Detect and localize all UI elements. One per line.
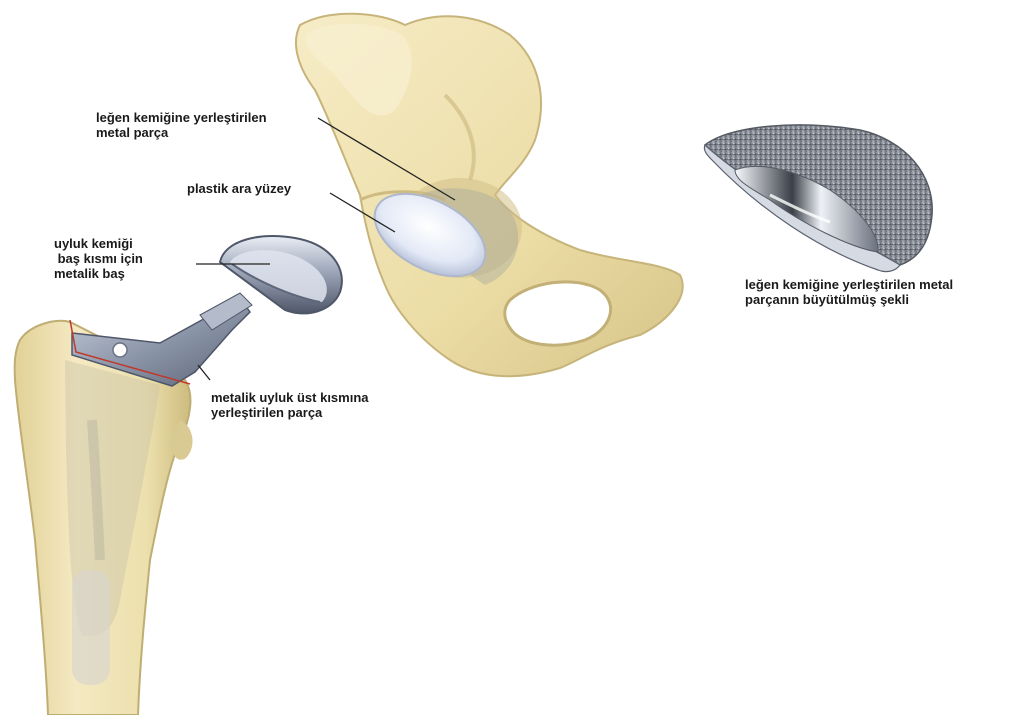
label-metal-head: uyluk kemiği baş kısmı için metalik baş (54, 236, 143, 281)
label-enlarged-cup-line-2: parçanın büyütülmüş şekli (745, 292, 953, 307)
enlarged-acetabular-cup (704, 125, 932, 272)
pelvis-bone (296, 14, 683, 376)
label-femoral-stem-line-2: yerleştirilen parça (211, 405, 369, 420)
label-femoral-stem: metalik uyluk üst kısmına yerleştirilen … (211, 390, 369, 420)
leader-femoral-stem (198, 365, 210, 380)
label-plastic-liner: plastik ara yüzey (187, 181, 291, 196)
label-metal-head-line-3: metalik baş (54, 266, 143, 281)
label-enlarged-cup: leğen kemiğine yerleştirilen metal parça… (745, 277, 953, 307)
stem-tip (72, 570, 110, 685)
label-metal-cup-line-1: leğen kemiğine yerleştirilen (96, 110, 267, 125)
label-metal-head-line-1: uyluk kemiği (54, 236, 143, 251)
label-metal-head-line-2: baş kısmı için (54, 251, 143, 266)
label-enlarged-cup-line-1: leğen kemiğine yerleştirilen metal (745, 277, 953, 292)
label-femoral-stem-line-1: metalik uyluk üst kısmına (211, 390, 369, 405)
label-metal-cup: leğen kemiğine yerleştirilen metal parça (96, 110, 267, 140)
label-metal-cup-line-2: metal parça (96, 125, 267, 140)
label-plastic-liner-line-1: plastik ara yüzey (187, 181, 291, 196)
